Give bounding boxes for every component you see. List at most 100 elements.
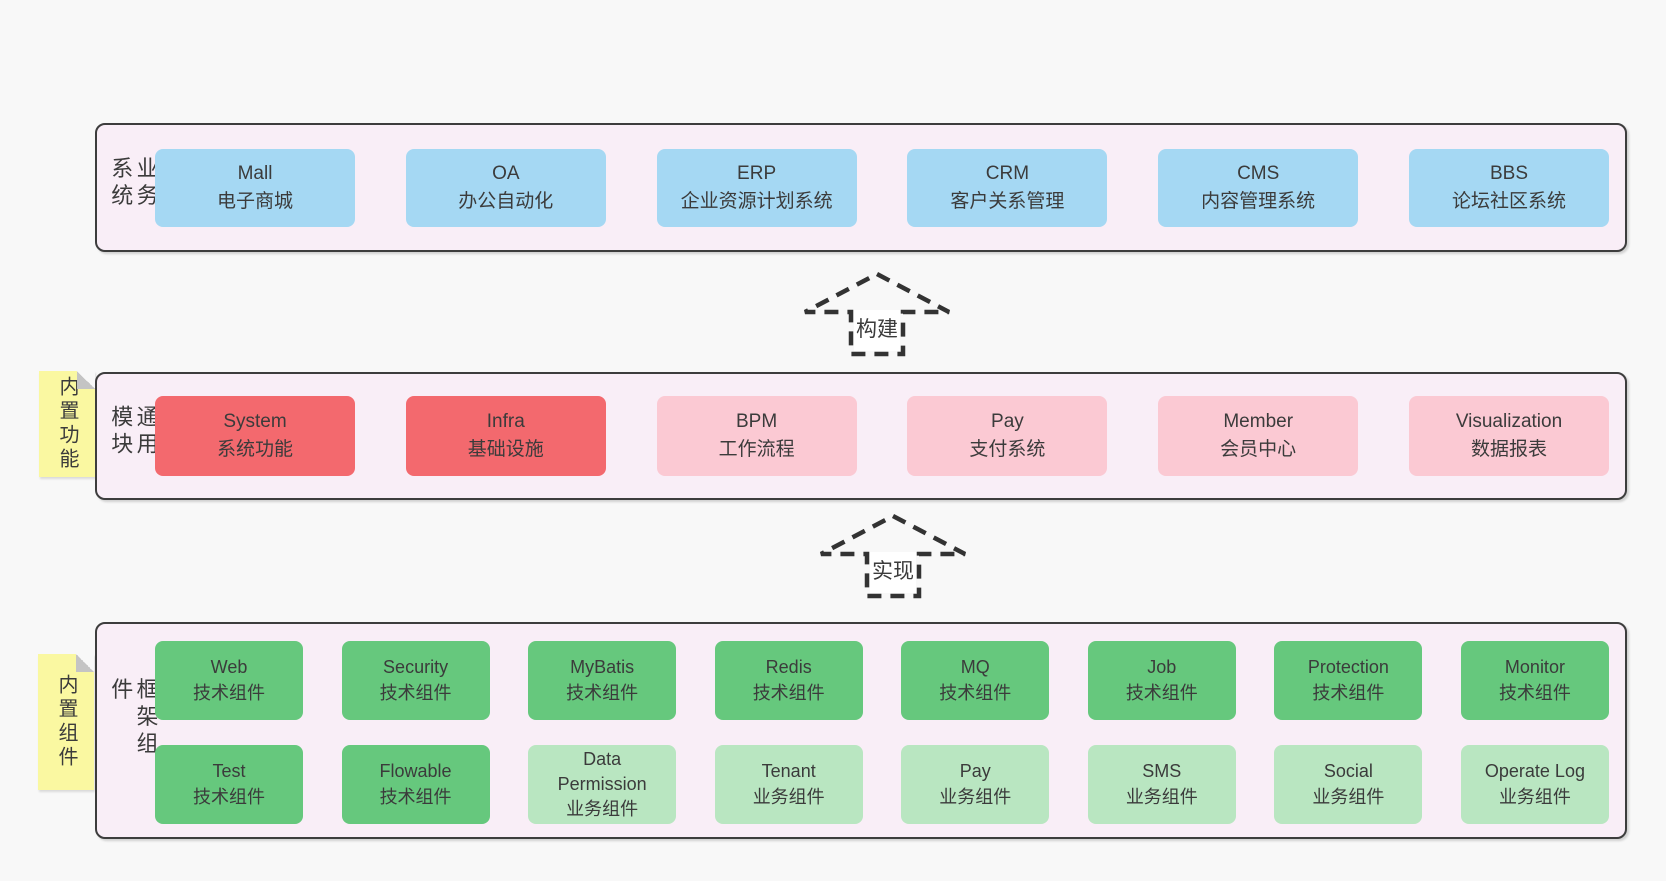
box-subtitle: 技术组件 xyxy=(193,682,265,703)
box-subtitle: 业务组件 xyxy=(566,799,639,820)
box-title: Mall xyxy=(237,163,273,185)
band-label: 通用模块 xyxy=(108,405,159,459)
box-job: Job 技术组件 xyxy=(1087,641,1236,720)
band-row: Mall 电子商城 OA 办公自动化 ERP 企业资源计划系统 CRM 客户关系… xyxy=(155,149,1609,227)
box-subtitle: 电子商城 xyxy=(216,191,293,212)
box-title: Pay xyxy=(959,761,991,782)
box-title: ERP xyxy=(737,163,777,185)
box-member: Member 会员中心 xyxy=(1158,396,1359,476)
box-title: System xyxy=(223,411,287,433)
box-subtitle: 会员中心 xyxy=(1220,439,1297,460)
box-pay-business: Pay 业务组件 xyxy=(901,745,1050,824)
box-security: Security 技术组件 xyxy=(341,641,490,720)
band-label: 框架组件 xyxy=(108,677,159,759)
box-subtitle: 客户关系管理 xyxy=(950,191,1065,212)
box-title: Pay xyxy=(991,411,1024,433)
dashed-up-arrow-icon xyxy=(803,271,951,357)
box-protection: Protection 技术组件 xyxy=(1274,641,1423,720)
box-flowable: Flowable 技术组件 xyxy=(341,745,490,824)
box-subtitle: 内容管理系统 xyxy=(1201,191,1316,212)
box-oa: OA 办公自动化 xyxy=(405,149,606,227)
box-title: Operate Log xyxy=(1484,761,1585,782)
box-title: CMS xyxy=(1237,163,1280,185)
box-title: SMS xyxy=(1142,761,1182,782)
box-subtitle: 技术组件 xyxy=(1498,682,1571,703)
box-system: System 系统功能 xyxy=(155,396,355,476)
sticky-note-label: 内置组件 xyxy=(55,674,77,770)
box-title: Test xyxy=(212,761,246,782)
build-arrow: 构建 xyxy=(797,270,957,358)
box-cms: CMS 内容管理系统 xyxy=(1158,149,1359,227)
box-subtitle: 技术组件 xyxy=(566,682,639,703)
box-pay: Pay 支付系统 xyxy=(907,396,1108,476)
box-subtitle: 办公自动化 xyxy=(458,191,554,212)
box-title: Security xyxy=(383,657,449,678)
box-title: Infra xyxy=(486,411,525,433)
box-title: Web xyxy=(210,657,248,678)
band-framework-components: 框架组件 Web 技术组件 Security 技术组件 MyBatis 技术组件… xyxy=(95,622,1627,839)
box-title: MQ xyxy=(960,657,990,678)
box-sms: SMS 业务组件 xyxy=(1087,745,1236,824)
box-title: Member xyxy=(1223,411,1294,433)
box-mq: MQ 技术组件 xyxy=(901,641,1050,720)
box-title: CRM xyxy=(985,163,1030,185)
box-subtitle: 业务组件 xyxy=(1498,786,1571,807)
box-subtitle: 技术组件 xyxy=(379,682,452,703)
box-bbs: BBS 论坛社区系统 xyxy=(1408,149,1609,227)
box-subtitle: 技术组件 xyxy=(379,786,452,807)
box-social: Social 业务组件 xyxy=(1274,745,1423,824)
build-arrow-label: 构建 xyxy=(854,310,900,351)
box-title: Data Permission xyxy=(557,748,647,794)
box-title: Job xyxy=(1147,657,1177,678)
dashed-up-arrow-icon xyxy=(819,513,967,599)
box-title: Flowable xyxy=(379,761,452,782)
implement-arrow: 实现 xyxy=(813,512,973,600)
folded-corner-icon xyxy=(76,654,94,672)
sticky-note-label: 内置功能 xyxy=(56,376,78,472)
box-subtitle: 业务组件 xyxy=(1312,786,1385,807)
box-subtitle: 基础设施 xyxy=(467,439,544,460)
box-test: Test 技术组件 xyxy=(155,745,303,824)
box-title: BBS xyxy=(1489,163,1528,185)
box-subtitle: 业务组件 xyxy=(1125,786,1198,807)
box-visualization: Visualization 数据报表 xyxy=(1408,396,1609,476)
box-data-permission: Data Permission 业务组件 xyxy=(528,745,677,824)
box-title: Social xyxy=(1323,761,1373,782)
box-title: Visualization xyxy=(1455,411,1563,433)
box-title: Protection xyxy=(1307,657,1389,678)
box-mybatis: MyBatis 技术组件 xyxy=(528,641,677,720)
band-common-modules: 通用模块 System 系统功能 Infra 基础设施 BPM 工作流程 Pay… xyxy=(95,372,1627,500)
box-subtitle: 技术组件 xyxy=(193,786,265,807)
box-infra: Infra 基础设施 xyxy=(405,396,606,476)
box-tenant: Tenant 业务组件 xyxy=(714,745,863,824)
box-subtitle: 论坛社区系统 xyxy=(1451,191,1566,212)
box-subtitle: 业务组件 xyxy=(939,786,1012,807)
band-row: Test 技术组件 Flowable 技术组件 Data Permission … xyxy=(155,745,1609,824)
box-title: MyBatis xyxy=(570,657,635,678)
sticky-note-builtin-components: 内置组件 xyxy=(38,654,94,790)
box-title: Monitor xyxy=(1504,657,1565,678)
box-subtitle: 业务组件 xyxy=(752,786,825,807)
box-crm: CRM 客户关系管理 xyxy=(907,149,1108,227)
box-subtitle: 数据报表 xyxy=(1470,439,1547,460)
box-title: Tenant xyxy=(761,761,816,782)
box-mall: Mall 电子商城 xyxy=(155,149,355,227)
box-erp: ERP 企业资源计划系统 xyxy=(656,149,857,227)
band-row: System 系统功能 Infra 基础设施 BPM 工作流程 Pay 支付系统… xyxy=(155,396,1609,476)
box-title: OA xyxy=(492,163,520,185)
box-subtitle: 技术组件 xyxy=(1312,682,1385,703)
band-business-systems: 业务系统 Mall 电子商城 OA 办公自动化 ERP 企业资源计划系统 CRM… xyxy=(95,123,1627,252)
box-subtitle: 企业资源计划系统 xyxy=(680,191,833,212)
box-subtitle: 技术组件 xyxy=(752,682,825,703)
box-subtitle: 支付系统 xyxy=(969,439,1046,460)
band-label: 业务系统 xyxy=(108,156,159,211)
box-operate-log: Operate Log 业务组件 xyxy=(1460,745,1609,824)
box-web: Web 技术组件 xyxy=(155,641,303,720)
box-bpm: BPM 工作流程 xyxy=(656,396,857,476)
box-monitor: Monitor 技术组件 xyxy=(1460,641,1609,720)
box-subtitle: 工作流程 xyxy=(718,439,795,460)
box-subtitle: 技术组件 xyxy=(939,682,1012,703)
band-row: Web 技术组件 Security 技术组件 MyBatis 技术组件 Redi… xyxy=(155,641,1609,720)
box-subtitle: 系统功能 xyxy=(216,439,293,460)
